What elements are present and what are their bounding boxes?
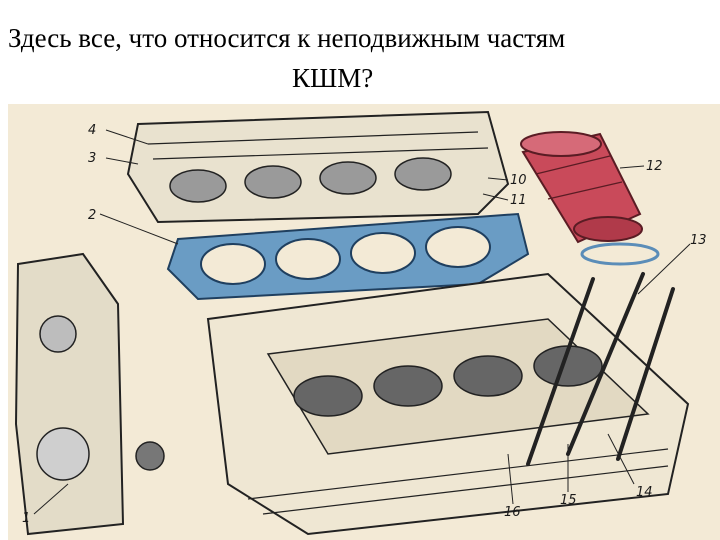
callout-4: 4 (88, 123, 96, 138)
timing-cover (14, 252, 165, 536)
head-studs (526, 272, 675, 466)
callout-1: 1 (22, 511, 30, 526)
callout-11: 11 (510, 193, 527, 208)
callout-13: 13 (690, 233, 707, 248)
head-gasket (166, 212, 530, 301)
callout-3: 3 (88, 151, 96, 166)
cylinder-liner (520, 131, 643, 244)
callout-10: 10 (510, 173, 527, 188)
leader-lines (33, 129, 691, 515)
engine-drawing: 4 3 2 10 11 12 13 14 15 16 1 (14, 110, 707, 536)
liner-seal-ring (580, 242, 660, 266)
callout-16: 16 (504, 505, 521, 520)
callout-15: 15 (560, 493, 577, 508)
cylinder-head (126, 110, 510, 224)
slide-title-line-1: Здесь все, что относится к неподвижным ч… (8, 23, 566, 53)
engine-exploded-illustration: 4 3 2 10 11 12 13 14 15 16 1 (8, 104, 720, 540)
cylinder-block (206, 272, 690, 536)
slide-title-line-2: КШМ? (292, 63, 374, 93)
callout-2: 2 (88, 208, 96, 223)
callout-14: 14 (636, 485, 653, 500)
callout-12: 12 (646, 159, 663, 174)
slide-title: Здесь все, что относится к неподвижным ч… (0, 0, 720, 104)
